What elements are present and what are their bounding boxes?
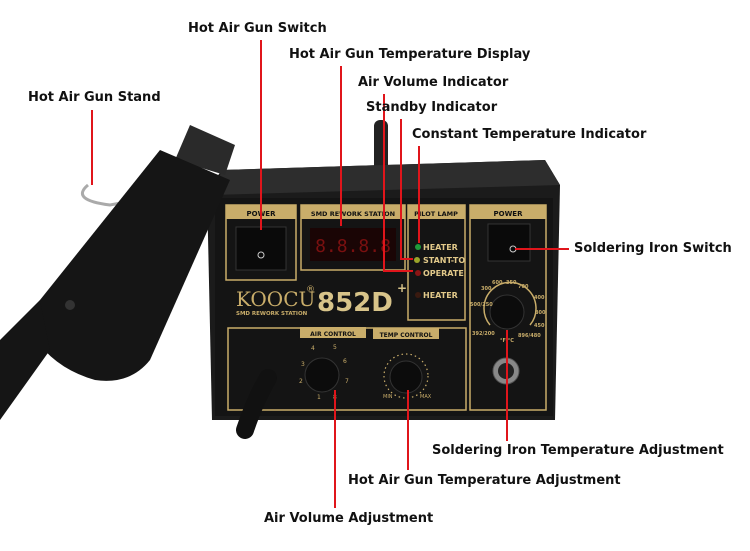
model: 852D [317, 288, 393, 318]
svg-text:7: 7 [345, 378, 349, 385]
svg-text:MIN: MIN [383, 394, 393, 400]
label-temperature-display: Hot Air Gun Temperature Display [289, 47, 531, 62]
svg-text:6: 6 [343, 358, 347, 365]
label-hot-air-gun-switch: Hot Air Gun Switch [188, 21, 327, 36]
soldering-iron-switch[interactable] [487, 223, 531, 262]
svg-text:4: 4 [311, 345, 315, 352]
svg-text:MAX: MAX [420, 394, 432, 400]
svg-text:896/480: 896/480 [518, 333, 541, 339]
air-volume-led [415, 270, 421, 276]
lamp-heater-2: HEATER [423, 291, 458, 300]
label-iron-temp-adjustment: Soldering Iron Temperature Adjustment [432, 443, 724, 458]
svg-text:450: 450 [534, 323, 545, 329]
lamp-standby: STANT-TO [423, 256, 465, 265]
lamp-heater: HEATER [423, 243, 458, 252]
lamp-operate: OPERATE [423, 269, 464, 278]
hot-air-gun [35, 150, 230, 381]
gun-nozzle [175, 125, 235, 175]
standby-led [414, 257, 420, 263]
svg-text:5: 5 [333, 344, 337, 351]
svg-text:2: 2 [299, 378, 303, 385]
svg-text:300: 300 [481, 286, 492, 292]
svg-text:700: 700 [518, 284, 529, 290]
temperature-display [310, 228, 396, 261]
temp-control-label: TEMP CONTROL [380, 332, 433, 339]
constant-temp-led [415, 244, 421, 250]
svg-text:350: 350 [506, 280, 517, 286]
annotation-lines [91, 40, 569, 508]
iron-temp-knob[interactable] [489, 294, 525, 330]
svg-text:1: 1 [317, 394, 321, 401]
brand-sub: SMD REWORK STATION [236, 311, 308, 317]
hot-air-hose [236, 369, 277, 439]
smd-station-label: SMD REWORK STATION [311, 210, 395, 218]
label-air-volume-indicator: Air Volume Indicator [358, 75, 509, 90]
hot-air-temp-knob[interactable] [389, 360, 423, 394]
display-digits: 8.8.8.8 [315, 236, 391, 257]
pilot-lamp-label: PILOT LAMP [414, 210, 458, 218]
svg-text:800: 800 [535, 310, 546, 316]
label-air-volume-adjustment: Air Volume Adjustment [264, 511, 434, 526]
label-hot-air-temp-adjustment: Hot Air Gun Temperature Adjustment [348, 473, 621, 488]
power-right-label: POWER [494, 210, 524, 218]
svg-text:500/250: 500/250 [470, 302, 493, 308]
label-hot-air-gun-stand: Hot Air Gun Stand [28, 90, 161, 105]
svg-text:3: 3 [301, 361, 305, 368]
svg-text:600: 600 [492, 280, 503, 286]
svg-text:®: ® [306, 285, 315, 295]
brand: KOOCU [236, 287, 315, 311]
label-standby-indicator: Standby Indicator [366, 100, 498, 115]
air-volume-knob[interactable] [304, 357, 340, 393]
svg-text:+: + [397, 281, 407, 295]
svg-text:392/200: 392/200 [472, 331, 495, 337]
air-control-label: AIR CONTROL [310, 331, 356, 338]
label-soldering-iron-switch: Soldering Iron Switch [574, 241, 732, 256]
label-constant-temp-indicator: Constant Temperature Indicator [412, 127, 647, 142]
heater-led [415, 292, 421, 298]
hot-air-gun-switch[interactable] [235, 226, 287, 271]
svg-text:400: 400 [534, 295, 545, 301]
